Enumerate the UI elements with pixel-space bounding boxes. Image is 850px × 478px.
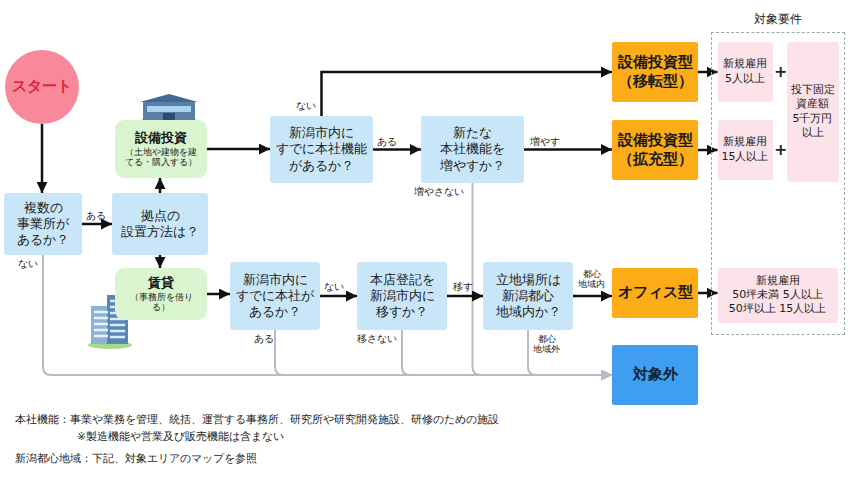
building-window [147,106,191,112]
connector [320,295,357,298]
building-wall [143,101,195,121]
connector [207,293,230,296]
connector [322,72,613,116]
connector [159,255,162,268]
footnote: 新潟都心地域：下記、対象エリアのマップを参照 [15,452,257,466]
node-text: スタート [12,77,72,97]
requirement-box: 新規雇用50坪未満 5人以上50坪以上 15人以上 [718,268,838,323]
decision-box: 拠点の 設置方法は？ [112,193,208,255]
node-text: 拠点の 設置方法は？ [121,208,199,241]
building-roof [140,94,198,102]
node-text: 本店登記を 新潟市内に 移すか？ [370,272,435,321]
connector [528,330,612,375]
edge-label: 都心 地域内 [578,269,605,289]
node-text: 設備投資 [135,130,187,147]
connector [43,255,612,375]
connector [41,124,44,193]
decision-box: 新潟市内に すでに本社が あるか？ [230,262,320,330]
connector [698,149,718,152]
node-text: 新潟市内に すでに本社機能 があるか？ [276,125,367,174]
node-text: 賃貸 [148,275,174,292]
node-subtext: 50坪以上 15人以上 [729,302,827,316]
edge-label: ない [296,100,316,112]
edge-label: ある [377,136,397,148]
option-box: 設備投資（土地や建物を建てる・購入する） [115,120,207,178]
node-text: 設備投資型 （移転型） [618,53,693,92]
node-text: 新規雇用 5人以上 [723,57,767,86]
node-text: オフィス型 [618,283,693,303]
plus-sign: + [774,62,787,81]
connector [402,330,612,375]
connector [698,71,718,74]
decision-box: 新たな 本社機能を 増やすか？ [421,116,524,183]
decision-box: 複数の 事業所が あるか？ [4,193,82,255]
node-text: 新たな 本社機能を 増やすか？ [440,125,505,174]
edge-label: 移さない [357,333,397,345]
connector [698,292,718,295]
connector [82,223,112,226]
requirement-box: 投下固定 資産額 5千万円 以上 [787,42,839,182]
connector [473,183,613,375]
decision-box: 新潟市内に すでに本社機能 があるか？ [270,116,373,183]
node-text: 新規雇用 [756,274,800,288]
connector [373,148,421,151]
result-box: 設備投資型 （移転型） [612,42,698,102]
connector [275,330,612,375]
node-text: 対象外 [633,365,678,385]
node-subtext: （事務所を借りる） [121,292,201,313]
requirement-box: 新規雇用 5人以上 [718,42,773,102]
connector [524,148,612,151]
node-text: 複数の 事業所が あるか？ [17,200,69,249]
option-box: 賃貸（事務所を借りる） [115,268,207,320]
footnote: 本社機能：事業や業務を管理、統括、運営する事務所、研究所や研究開発施設、研修のた… [15,413,499,427]
node-text: 設備投資型 （拡充型） [618,131,693,170]
connector [573,295,612,298]
decision-box: 立地場所は 新潟都心 地域内か？ [483,262,573,330]
edge-label: ない [18,258,38,270]
node-text: 新潟市内に すでに本社が あるか？ [236,272,314,321]
connector [447,295,483,298]
requirement-box: 新規雇用 15人以上 [718,120,773,180]
result-box: 設備投資型 （拡充型） [612,120,698,180]
edge-label: ある [254,333,274,345]
plus-sign: + [774,140,787,159]
edge-label: 都心 地域外 [533,334,560,354]
building-window [94,312,108,336]
decision-box: 本店登記を 新潟市内に 移すか？ [357,262,447,330]
excluded-box: 対象外 [612,345,698,405]
result-box: オフィス型 [612,268,698,318]
footnote: ※製造機能や営業及び販売機能は含まない [77,430,284,444]
node-text: 投下固定 資産額 5千万円 以上 [791,83,835,140]
edge-label: 増やす [530,136,560,148]
edge-label: ある [86,210,106,222]
edge-label: 移す [453,281,473,293]
edge-label: 増やさない [414,186,464,198]
node-text: 対象要件 [712,12,844,28]
connector [159,178,162,193]
connector [207,148,270,151]
node-text: 新規雇用 15人以上 [722,135,769,164]
node-subtext: （土地や建物を建てる・購入する） [121,147,201,168]
edge-label: ない [324,281,344,293]
node-text: 立地場所は 新潟都心 地域内か？ [496,272,561,321]
start-circle: スタート [5,50,79,124]
node-subtext: 50坪未満 5人以上 [732,288,823,302]
